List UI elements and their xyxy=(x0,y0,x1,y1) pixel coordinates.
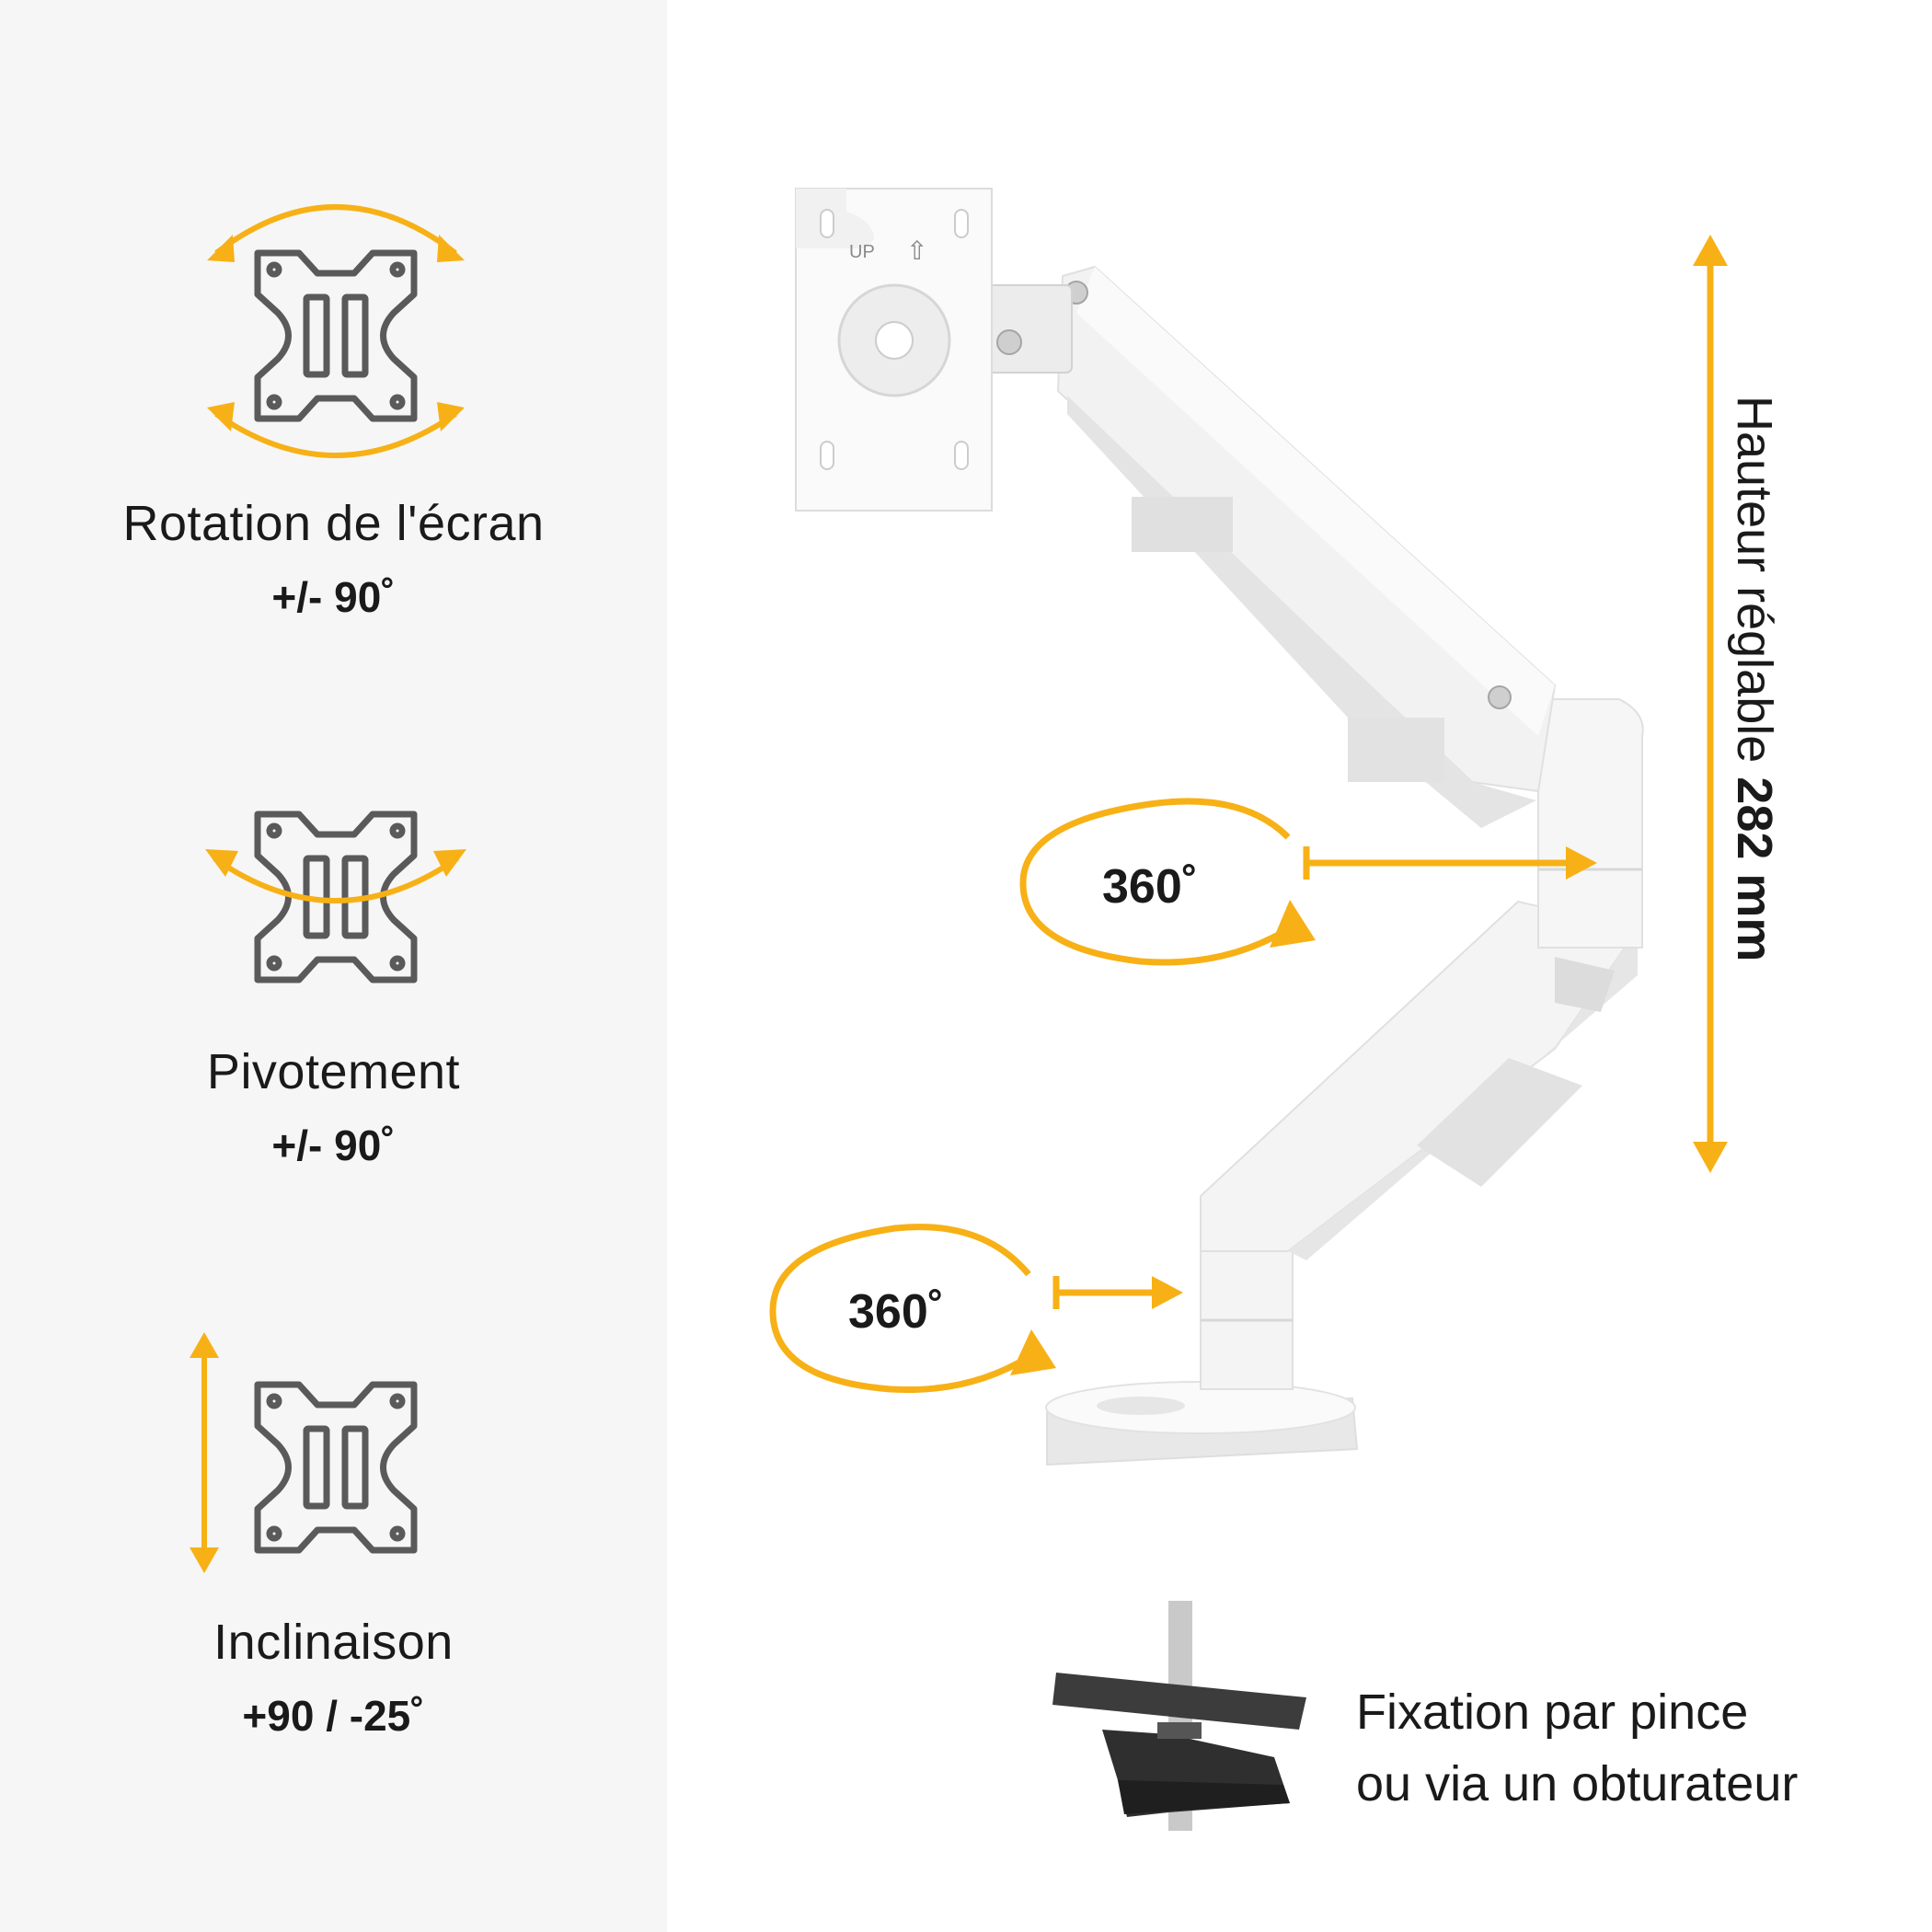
rotation-360-lower-icon xyxy=(769,1224,1183,1394)
desk-base xyxy=(1045,1381,1359,1466)
clamp-line-1: Fixation par pince xyxy=(1356,1685,1749,1740)
plate-up-label: UP xyxy=(849,242,875,262)
vesa-plate-rotate-icon xyxy=(207,204,465,458)
adjustable-height-label: Hauteur réglable 282 mm xyxy=(1727,396,1782,962)
height-prefix: Hauteur réglable xyxy=(1727,396,1782,764)
swivel-value: +/- 90˚ xyxy=(271,1121,396,1169)
feature-tilt: Inclinaison +90 / -25˚ xyxy=(0,1617,667,1737)
rotation-value: +/- 90˚ xyxy=(271,573,396,621)
height-value: 282 mm xyxy=(1727,776,1782,962)
tilt-value: +90 / -25˚ xyxy=(242,1692,425,1740)
tilt-label: Inclinaison xyxy=(213,1615,454,1670)
feature-swivel: Pivotement +/- 90˚ xyxy=(0,1047,667,1167)
vesa-plate-tilt-icon xyxy=(190,1332,418,1573)
clamp-mounting-text: Fixation par pince ou via un obturateur xyxy=(1356,1676,1798,1820)
swivel-label: Pivotement xyxy=(206,1044,461,1099)
vesa-plate-swivel-icon xyxy=(205,811,466,983)
height-arrow-icon xyxy=(1693,235,1728,1173)
rotation-360-upper-label: 360˚ xyxy=(1102,860,1199,914)
clamp-illustration xyxy=(1052,1601,1306,1831)
rotation-360-lower-label: 360˚ xyxy=(848,1285,945,1339)
features-panel xyxy=(0,0,667,1932)
rotation-360-upper-icon xyxy=(1019,798,1597,966)
plate-arrow-label: ⇧ xyxy=(906,236,927,266)
clamp-line-2: ou via un obturateur xyxy=(1356,1756,1799,1811)
rotation-label: Rotation de l'écran xyxy=(122,496,545,551)
feature-rotation: Rotation de l'écran +/- 90˚ xyxy=(0,499,667,618)
